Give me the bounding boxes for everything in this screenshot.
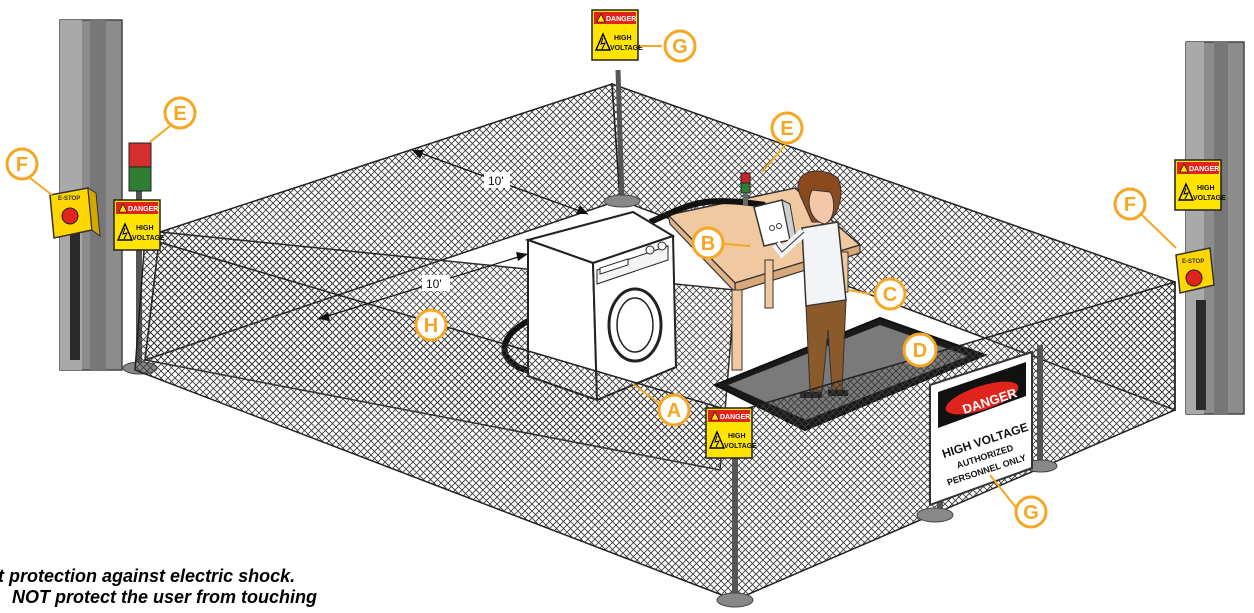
sign-left-line1: HIGH <box>136 225 154 232</box>
sign-right-line2: VOLTAGE <box>1193 195 1226 202</box>
callout-a: A <box>657 393 691 427</box>
svg-text:E: E <box>780 118 793 140</box>
danger-sign-right: DANGER HIGH VOLTAGE <box>1174 159 1226 211</box>
sign-top-line1: HIGH <box>614 35 632 42</box>
danger-sign-left: DANGER HIGH VOLTAGE <box>113 199 165 251</box>
sign-right-line1: HIGH <box>1197 185 1215 192</box>
sign-front-line2: VOLTAGE <box>724 443 757 450</box>
left-estop-box: E-STOP <box>49 187 101 239</box>
sign-top-header: DANGER <box>606 16 636 23</box>
callout-b: B <box>691 226 725 260</box>
callout-f-right: F <box>1113 187 1147 221</box>
callout-d: D <box>902 332 938 368</box>
danger-sign-front: DANGER HIGH VOLTAGE <box>705 407 757 459</box>
svg-text:D: D <box>913 340 927 362</box>
sign-top-line2: VOLTAGE <box>610 45 643 52</box>
callout-e-left: E <box>163 96 197 130</box>
callout-e-center: E <box>770 111 804 145</box>
sign-left-line2: VOLTAGE <box>132 235 165 242</box>
estop-label-left: E-STOP <box>58 196 80 202</box>
right-machine-column <box>1185 41 1245 415</box>
svg-text:B: B <box>701 233 715 255</box>
dimension-front-label: 10' <box>426 277 442 291</box>
caption-line2: NOT protect the user from touching <box>12 587 318 607</box>
back-pole <box>615 69 625 201</box>
svg-text:E: E <box>173 103 186 125</box>
danger-sign-top: DANGER HIGH VOLTAGE <box>591 9 643 61</box>
estop-label-right: E-STOP <box>1182 259 1204 265</box>
callout-leaders <box>29 45 1177 511</box>
caption: ect protection against electric shock. N… <box>0 566 618 608</box>
callout-f-left: F <box>5 147 39 181</box>
dimension-front: 10' <box>317 252 529 321</box>
callout-h: H <box>414 308 448 342</box>
svg-text:F: F <box>16 154 28 176</box>
right-estop-box: E-STOP <box>1175 247 1215 294</box>
svg-text:A: A <box>667 400 681 422</box>
dimension-back: 10' <box>411 149 589 215</box>
callout-g-top: G <box>663 29 697 63</box>
dimension-back-label: 10' <box>488 174 504 188</box>
table-stack-light <box>740 172 751 205</box>
svg-text:C: C <box>883 284 897 306</box>
svg-text:G: G <box>672 36 688 58</box>
sign-left-header: DANGER <box>128 206 158 213</box>
sign-right-header: DANGER <box>1189 166 1219 173</box>
svg-text:F: F <box>1124 194 1136 216</box>
callout-c: C <box>873 277 907 311</box>
sign-front-line1: HIGH <box>728 433 746 440</box>
callout-g-bottom: G <box>1014 495 1048 529</box>
sign-front-header: DANGER <box>720 414 750 421</box>
svg-text:H: H <box>424 315 438 337</box>
caption-line1: ect protection against electric shock. <box>0 566 296 586</box>
svg-text:G: G <box>1023 502 1039 524</box>
